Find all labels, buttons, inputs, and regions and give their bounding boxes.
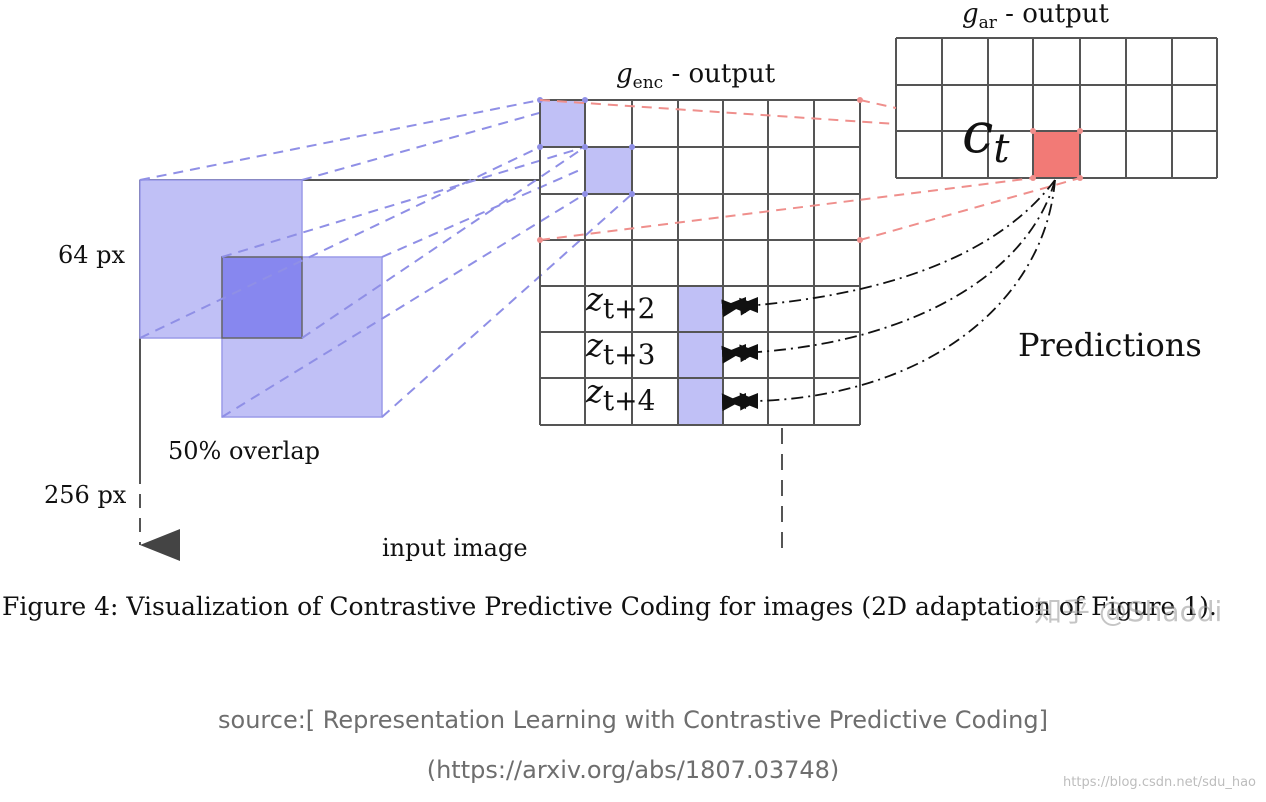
prediction-arrow-z3	[721, 179, 1056, 364]
z-t3-label: zt+3	[585, 326, 655, 371]
encoder-cell-highlight-b	[585, 147, 632, 194]
source-url[interactable]: (https://arxiv.org/abs/1807.03748)	[426, 756, 840, 784]
autoregressive-grid	[537, 37, 1218, 243]
csdn-watermark: https://blog.csdn.net/sdu_hao	[1063, 775, 1256, 790]
figure-caption: Figure 4: Visualization of Contrastive P…	[0, 592, 1266, 621]
arrow-heads	[726, 297, 758, 409]
encoder-cell-z3	[678, 332, 723, 378]
context-projection-lines	[539, 99, 1081, 241]
image-size-label: 256 px	[44, 481, 127, 509]
z-t2-label: zt+2	[585, 280, 655, 325]
input-image-label: input image	[382, 534, 528, 562]
input-image-area	[139, 179, 783, 561]
zhihu-watermark: 知乎 @Shaodi	[1034, 595, 1223, 628]
context-label: ct	[962, 101, 1010, 172]
prediction-arrow-z4	[721, 179, 1056, 412]
encoder-grid	[537, 97, 861, 426]
z-t4-label: zt+4	[585, 372, 655, 417]
patch-overlap	[221, 256, 303, 339]
encoder-output-label: genc - output	[616, 59, 776, 93]
encoder-cell-z4	[678, 378, 723, 425]
source-line: source:[ Representation Learning with Co…	[218, 706, 1048, 734]
overlap-label: 50% overlap	[168, 437, 320, 465]
figure-caption-text: Figure 4: Visualization of Contrastive P…	[2, 592, 1217, 621]
prediction-arrows	[721, 179, 1056, 412]
cpc-diagram: genc - output gar - output ct zt+2 zt+3 …	[44, 0, 1218, 562]
prediction-arrow-z2	[721, 179, 1056, 318]
predictions-label: Predictions	[1018, 326, 1202, 364]
ar-output-label: gar - output	[962, 0, 1109, 33]
context-cell	[1033, 131, 1080, 178]
patch-size-label: 64 px	[58, 241, 126, 269]
encoder-cell-z2	[678, 286, 723, 332]
encoder-cell-highlight-a	[540, 100, 585, 147]
